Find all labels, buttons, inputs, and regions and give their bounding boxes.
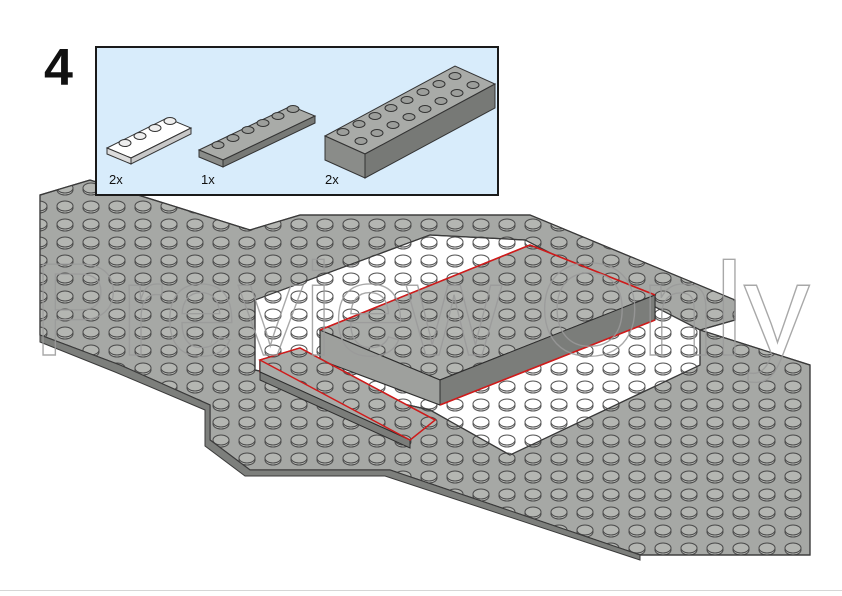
gray-plate-left xyxy=(258,347,437,449)
part-qty-gray-plate: 1x xyxy=(201,172,215,187)
parts-list-panel: 2x 1x 2x xyxy=(95,46,499,196)
part-gray-brick-2x8 xyxy=(323,65,497,179)
step-number: 4 xyxy=(44,39,73,97)
part-qty-white-plate: 2x xyxy=(109,172,123,187)
part-gray-plate-1x6 xyxy=(197,105,317,168)
watermark-text: Preview Only xyxy=(32,236,810,383)
part-white-plate-1x4 xyxy=(105,117,193,165)
page-footer-divider xyxy=(0,590,842,591)
part-qty-gray-brick: 2x xyxy=(325,172,339,187)
parts-list-drawing xyxy=(105,65,497,179)
